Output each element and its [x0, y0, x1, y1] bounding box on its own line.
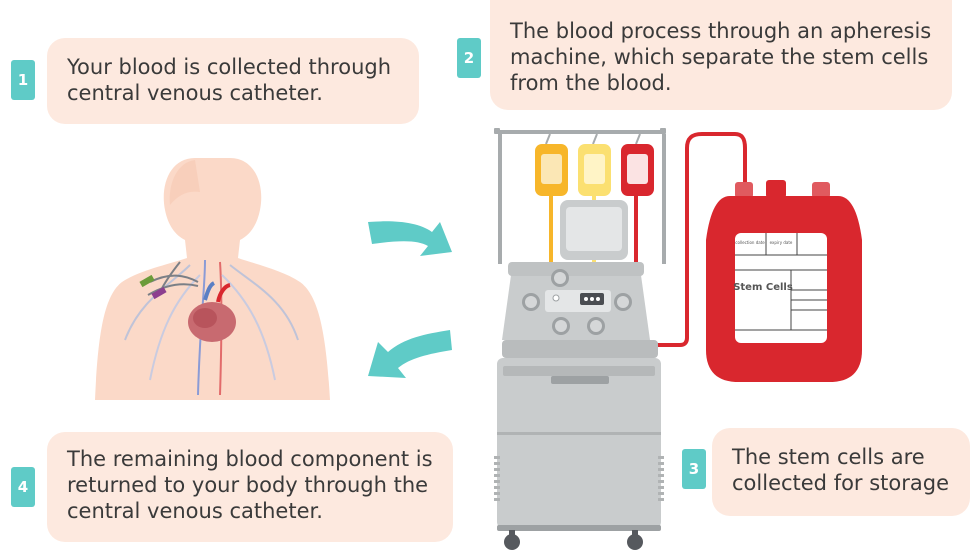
step-3-badge: 3: [682, 449, 706, 489]
step-3-callout: The stem cells are collected for storage: [712, 428, 970, 516]
bag-title: Stem Cells: [733, 282, 793, 293]
step-4-badge: 4: [11, 467, 35, 507]
step-2-text: The blood process through an apheresis m…: [510, 18, 931, 96]
step-1-callout: Your blood is collected through central …: [47, 38, 419, 124]
arrow-to-machine: [368, 221, 452, 256]
step-3-text: The stem cells are collected for storage: [732, 444, 949, 496]
step-1-text: Your blood is collected through central …: [67, 54, 391, 106]
step-2-badge: 2: [457, 38, 481, 78]
step-4-text: The remaining blood component is returne…: [67, 446, 433, 524]
patient-torso: [95, 158, 330, 400]
step-1-badge: 1: [11, 60, 35, 100]
arrow-to-patient: [368, 330, 452, 378]
stem-cell-bag: Stem Cells collection date expiry date: [706, 180, 862, 382]
apheresis-machine: [494, 200, 664, 550]
bag-small-label-2: expiry date: [770, 240, 793, 245]
step-4-callout: The remaining blood component is returne…: [47, 432, 453, 542]
bag-small-label-1: collection date: [735, 240, 765, 245]
step-2-callout: The blood process through an apheresis m…: [490, 0, 952, 110]
